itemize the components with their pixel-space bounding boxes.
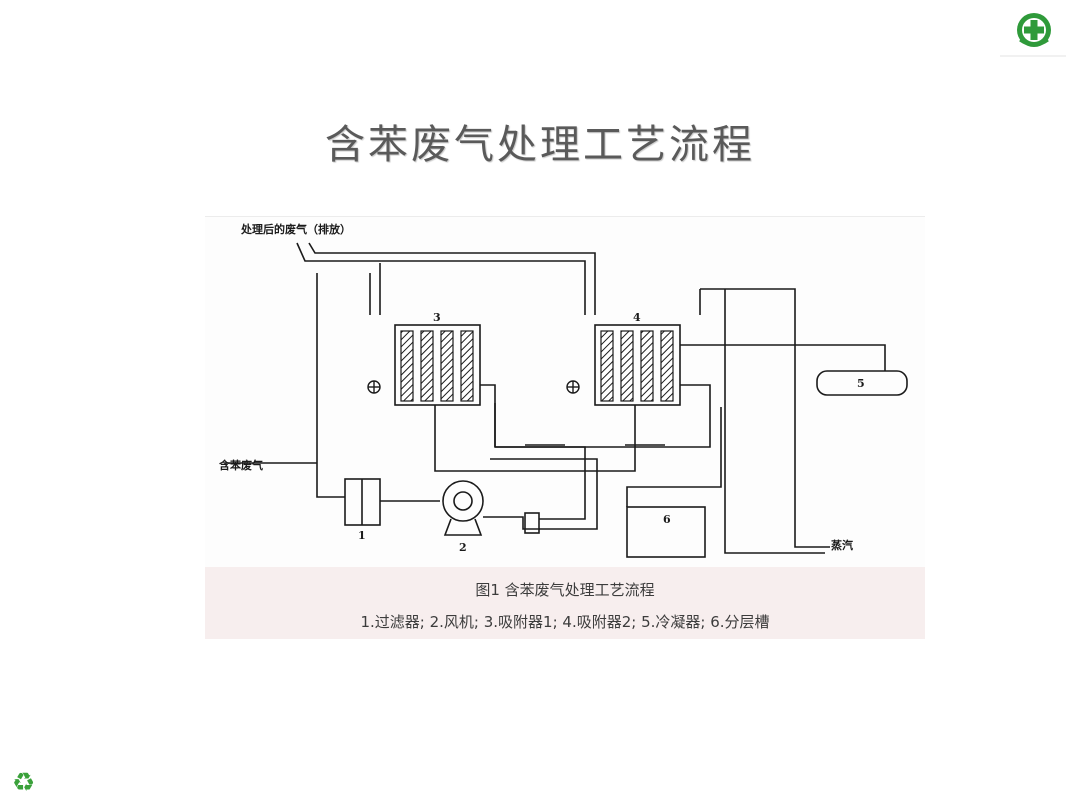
exhaust-outlet-label: 处理后的废气（排放） xyxy=(241,223,351,236)
benzene-gas-inlet-label: 含苯废气 xyxy=(219,459,263,472)
component-number-adsorber-2: 4 xyxy=(633,311,641,324)
component-number-filter: 1 xyxy=(358,529,366,542)
recycle-icon: ♻ xyxy=(12,768,36,798)
figure-caption: 图1 含苯废气处理工艺流程 xyxy=(475,581,655,599)
caption-band xyxy=(205,567,925,639)
component-number-condenser: 5 xyxy=(857,377,865,390)
process-flow-figure: 处理后的废气（排放） 含苯废气 蒸汽 1 2 3 4 5 6 图1 含苯废气处理… xyxy=(205,216,925,639)
figure-legend: 1.过滤器; 2.风机; 3.吸附器1; 4.吸附器2; 5.冷凝器; 6.分层… xyxy=(360,613,770,631)
component-number-layering-tank: 6 xyxy=(663,513,671,526)
component-number-fan: 2 xyxy=(459,541,467,554)
process-flow-diagram xyxy=(225,242,908,558)
component-number-adsorber-1: 3 xyxy=(433,311,441,324)
slide-title: 含苯废气处理工艺流程 xyxy=(325,122,755,168)
header-rule xyxy=(1000,55,1066,57)
green-cross-logo-icon xyxy=(1014,10,1054,50)
steam-label: 蒸汽 xyxy=(831,539,853,552)
